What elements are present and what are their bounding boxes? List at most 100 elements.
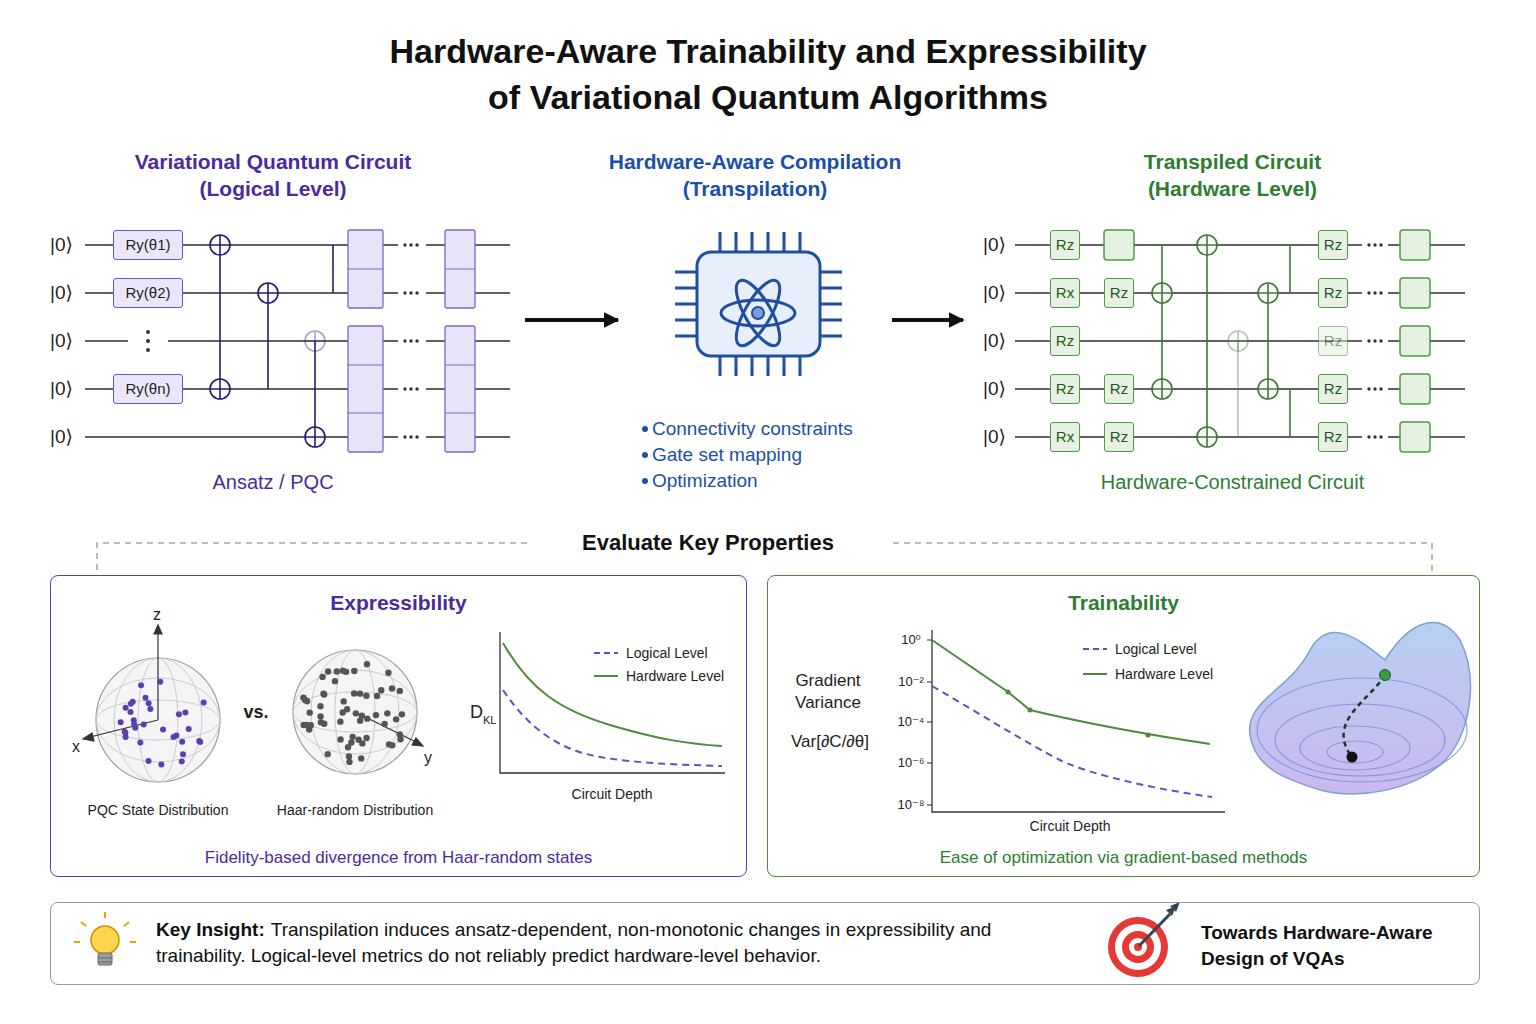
circuit-wires: [1367, 243, 1370, 246]
state-dots: [399, 711, 405, 717]
circuit-wires: [1152, 283, 1172, 303]
flow-arrow: [892, 318, 963, 322]
circuit-wires: [403, 339, 406, 342]
circuit-wires: [258, 283, 278, 303]
circuit-wires: [210, 235, 230, 255]
circuit-wires: [314, 341, 316, 437]
gate-box: Rz: [1050, 374, 1080, 404]
circuit-wires: [1152, 379, 1172, 399]
chart-label: KL: [483, 712, 496, 728]
circuit-wires: [1197, 427, 1217, 447]
circuit-wires: [146, 330, 150, 334]
gate-box: Rz: [1318, 422, 1348, 452]
trainability-chart: [927, 640, 932, 805]
bullet-dot: [642, 452, 648, 458]
state-dots: [321, 691, 327, 697]
gate-label: Rz: [1056, 380, 1074, 398]
circuit-wires: [1237, 341, 1239, 437]
circuit-wires: [1400, 326, 1430, 356]
legend-text: Hardware Level: [626, 668, 724, 684]
circuit-wires: [409, 387, 412, 390]
circuit-wires: [219, 245, 221, 389]
gate-label: Rz: [1110, 428, 1128, 446]
circuit-wires: [409, 291, 412, 294]
legend-line: [1083, 669, 1107, 679]
state-dots: [363, 735, 369, 741]
state-dots: [353, 710, 359, 716]
section-caption: Ansatz / PQC: [23, 470, 523, 494]
trainability-chart: [932, 640, 1210, 744]
circuit-wires: [258, 283, 278, 303]
target-icon: [1108, 902, 1180, 977]
loss-landscape: [1300, 726, 1410, 770]
gate-label: Rz: [1324, 332, 1342, 350]
circuit-wires: [1258, 283, 1278, 303]
bullet-item: Optimization: [652, 469, 758, 493]
state-dots: [182, 709, 188, 715]
target-icon: [1166, 902, 1180, 916]
circuit-wires: [1258, 283, 1278, 303]
circuit-wires: [415, 435, 418, 438]
lightbulb-icon: [74, 912, 136, 965]
legend-item: Hardware Level: [1083, 666, 1213, 682]
circuit-wires: [305, 331, 325, 351]
qubit-state: |0⟩: [983, 377, 1006, 401]
circuit-wires: [1400, 278, 1430, 308]
state-dots: [128, 709, 134, 715]
circuit-wires: [348, 413, 383, 414]
circuit-wires: [1400, 374, 1430, 404]
section-heading: Trainability: [777, 589, 1470, 616]
gate-box: Rz: [1318, 374, 1348, 404]
state-dots: [157, 679, 163, 685]
sphere-axes: [83, 720, 158, 741]
circuit-wires: [1152, 379, 1172, 399]
chip-icon: [697, 252, 820, 356]
lightbulb-icon: [91, 926, 119, 954]
gate-box: Rz: [1050, 326, 1080, 356]
state-dots: [325, 668, 331, 674]
qubit-state: |0⟩: [983, 281, 1006, 305]
axis-tick: 10⁻⁸: [898, 796, 925, 814]
state-dots: [358, 755, 364, 761]
state-dots: [123, 705, 129, 711]
qubit-state: |0⟩: [50, 281, 73, 305]
circuit-wires: [1400, 422, 1430, 452]
state-dots: [389, 685, 395, 691]
circuit-wires: [1197, 235, 1217, 255]
state-dots: [201, 700, 207, 706]
insight-text: Transpilation induces ansatz-dependent, …: [156, 919, 991, 966]
gate-box: Rz: [1104, 374, 1134, 404]
circuit-wires: [403, 387, 406, 390]
state-dots: [137, 740, 143, 746]
circuit-wires: [415, 387, 418, 390]
section-heading: Variational Quantum Circuit (Logical Lev…: [123, 148, 423, 202]
state-dots: [397, 688, 403, 694]
legend-item: Hardware Level: [594, 668, 724, 684]
stage-section: Transpiled Circuit (Hardware Level)Hardw…: [965, 140, 1500, 500]
state-dots: [346, 759, 352, 765]
sphere-axes: [355, 712, 423, 746]
state-dots: [341, 698, 347, 704]
bloch-sphere: [96, 650, 417, 782]
state-dots: [317, 703, 323, 709]
expressibility-chart: [500, 632, 725, 773]
chart-label: Gradient Variance: [782, 670, 874, 714]
circuit-wires: [1367, 291, 1370, 294]
circuit-wires: [409, 243, 412, 246]
gate-box: Rx: [1050, 422, 1080, 452]
legend-text: Logical Level: [1115, 641, 1197, 657]
trainability-chart: [1028, 708, 1033, 713]
state-dots: [397, 731, 403, 737]
state-dots: [374, 693, 380, 699]
loss-landscape: [1257, 678, 1467, 782]
state-dots: [147, 706, 153, 712]
section-label: Evaluate Key Properties: [582, 529, 834, 556]
state-dots: [300, 695, 306, 701]
circuit-wires: [415, 291, 418, 294]
trainability-chart: [1006, 690, 1011, 695]
gate-box: Rz: [1104, 278, 1134, 308]
chart-label: Var[∂C/∂θ]: [791, 731, 869, 753]
state-dots: [138, 682, 144, 688]
qubit-state: |0⟩: [50, 329, 73, 353]
circuit-wires: [1373, 243, 1376, 246]
